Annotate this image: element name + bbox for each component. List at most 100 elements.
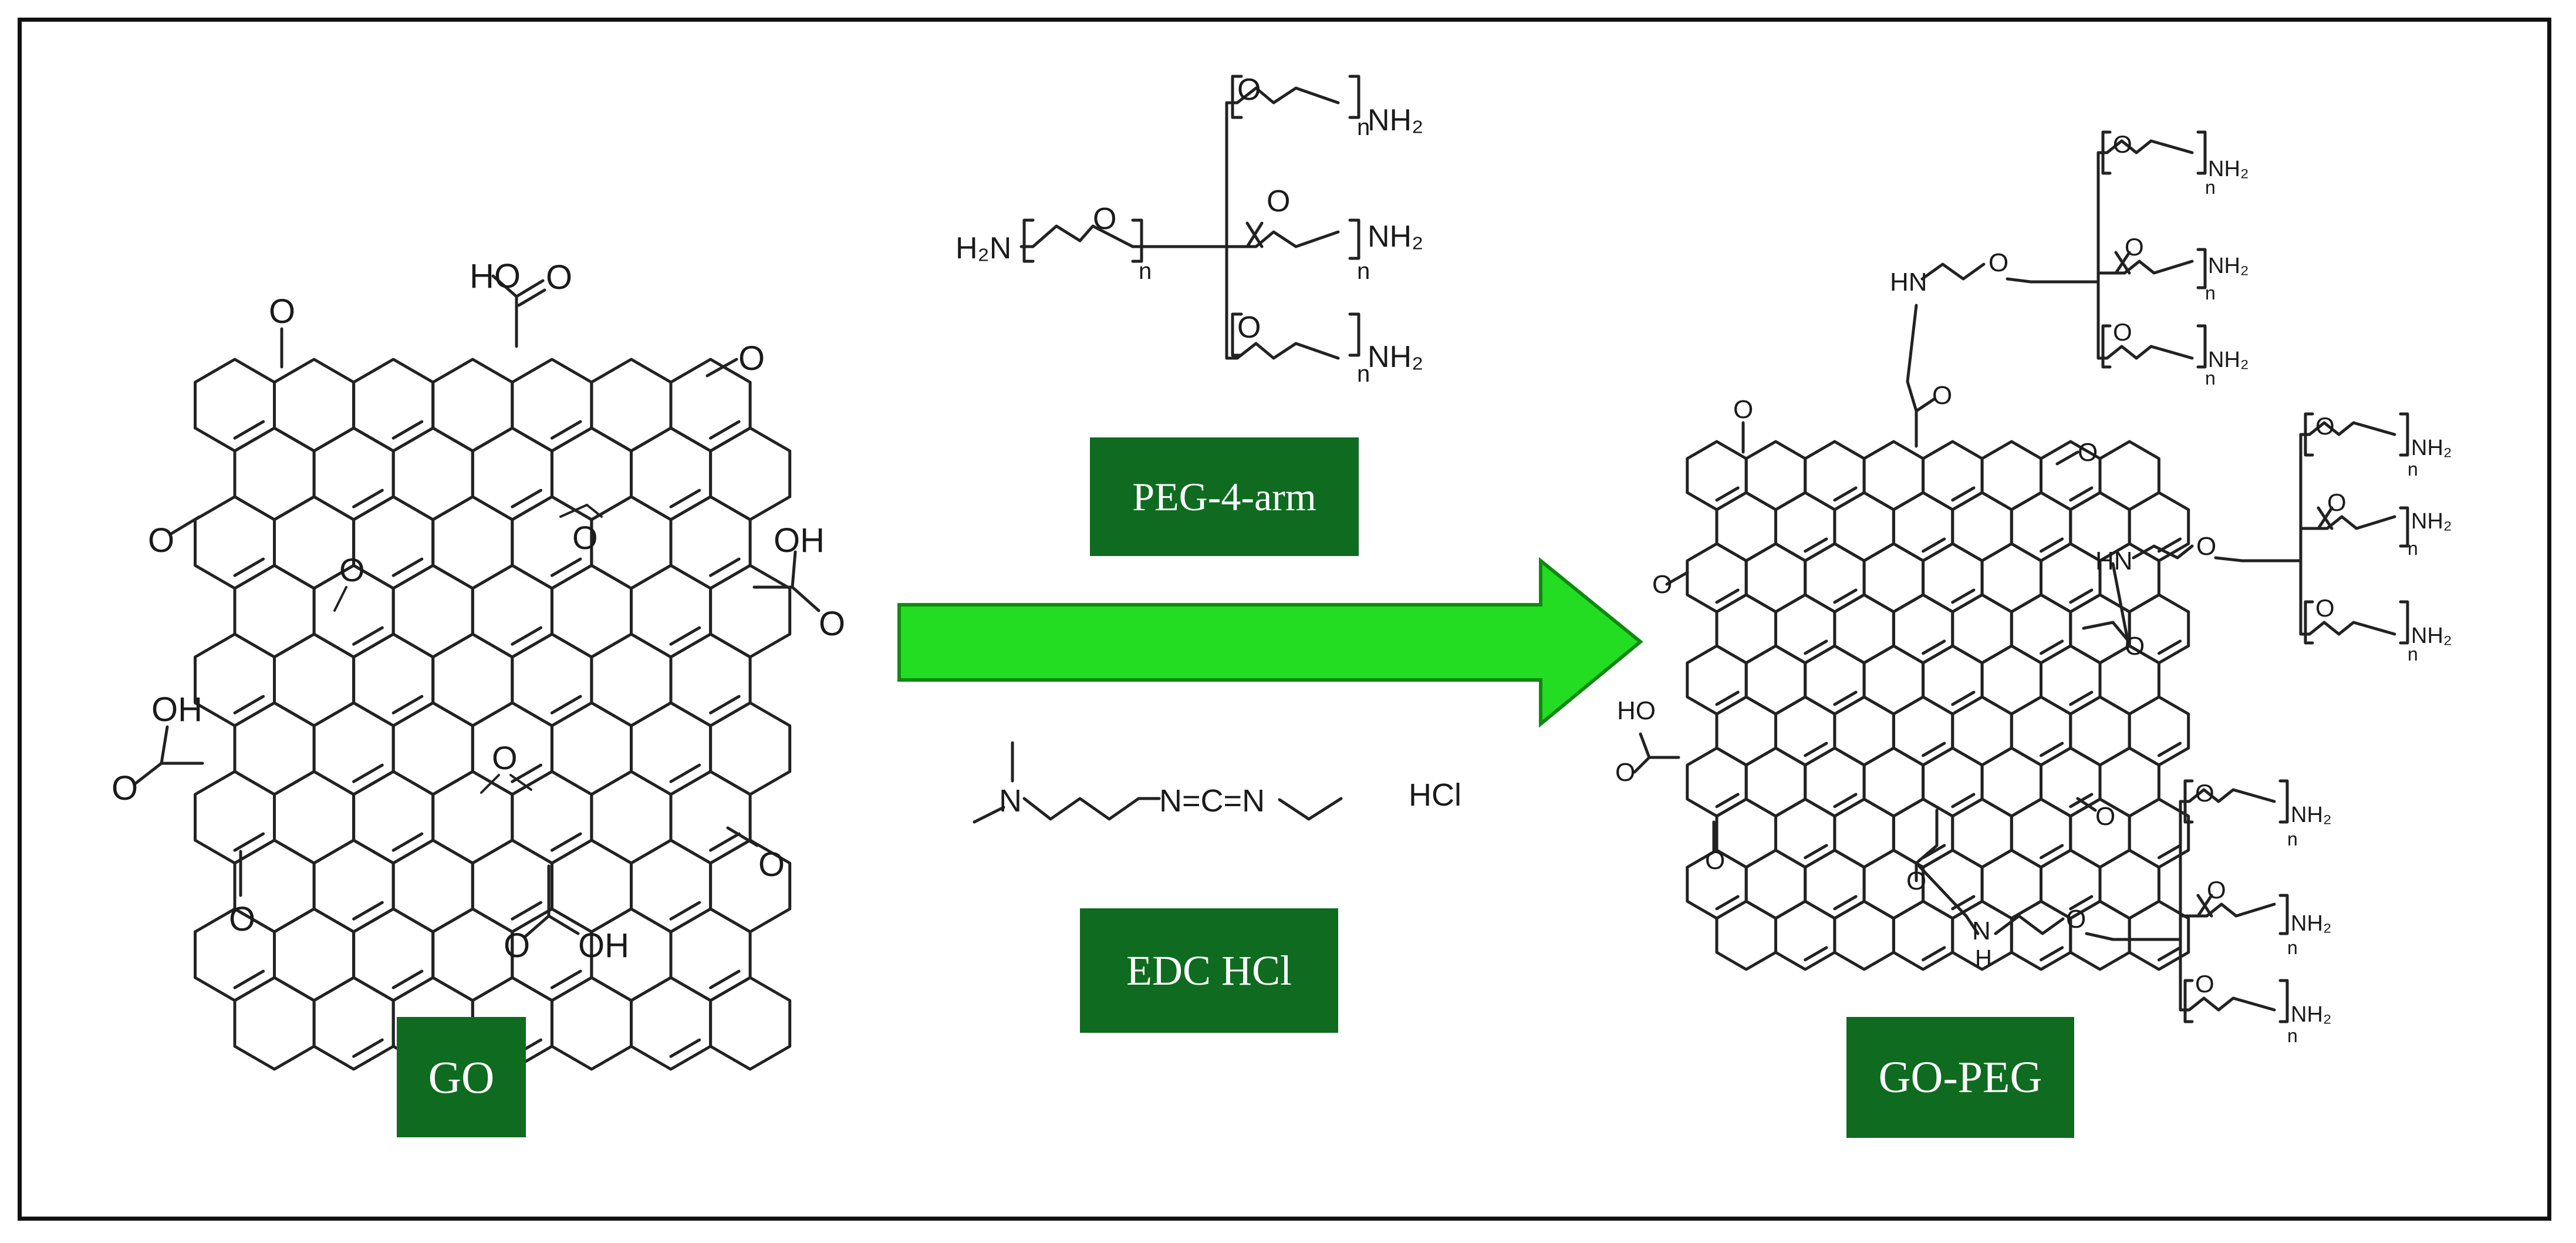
oxygen-label: O bbox=[546, 258, 572, 297]
peg-label-box: PEG-4-arm bbox=[1090, 437, 1359, 556]
oxygen-label: O bbox=[1932, 381, 1952, 410]
hydroxyl-label: HO bbox=[1617, 696, 1656, 725]
repeat-label: n bbox=[2287, 1025, 2298, 1046]
oxygen-label: O bbox=[572, 519, 598, 556]
amine-label: NH₂ bbox=[2208, 157, 2249, 181]
repeat-label: n bbox=[1139, 258, 1152, 284]
hexagon-ring bbox=[590, 632, 673, 727]
double-bond bbox=[1715, 895, 1740, 911]
hexagon-ring bbox=[1744, 440, 1807, 511]
oxygen-label: O bbox=[2113, 130, 2132, 158]
double-bond bbox=[1922, 537, 1946, 553]
double-bond bbox=[1804, 946, 1828, 962]
oxygen-label: O bbox=[112, 769, 138, 807]
repeat-label: n bbox=[2408, 538, 2418, 559]
oxygen-label: O bbox=[2113, 318, 2132, 346]
oxygen-label: O bbox=[2095, 802, 2115, 831]
hydroxyl-label: HO bbox=[470, 257, 521, 295]
double-bond bbox=[391, 420, 424, 440]
oxygen-label: O bbox=[504, 927, 530, 965]
oxygen-label: O bbox=[1267, 184, 1290, 218]
oxygen-label: O bbox=[758, 845, 785, 884]
oxygen-label: O bbox=[1705, 846, 1725, 875]
double-bond bbox=[2040, 639, 2064, 655]
hexagon-ring bbox=[590, 770, 673, 865]
oxygen-label: O bbox=[1093, 202, 1116, 236]
hcl-label: HCl bbox=[1409, 777, 1461, 813]
double-bond bbox=[391, 969, 424, 989]
double-bond bbox=[2157, 844, 2182, 860]
double-bond bbox=[550, 695, 582, 715]
oxygen-label: O bbox=[1988, 248, 2008, 277]
double-bond bbox=[709, 695, 741, 715]
oxygen-label: O bbox=[269, 292, 295, 331]
hexagon-ring bbox=[1715, 695, 1777, 767]
double-bond bbox=[2069, 486, 2094, 502]
hexagon-ring bbox=[1833, 593, 1895, 665]
hydroxyl-label: OH bbox=[151, 690, 202, 729]
hexagon-ring bbox=[431, 495, 514, 590]
repeat-label: n bbox=[1357, 114, 1370, 140]
hexagon-ring bbox=[431, 358, 514, 453]
hexagon-ring bbox=[1862, 644, 1925, 716]
hexagon-ring bbox=[550, 701, 633, 796]
hexagon-ring bbox=[1951, 593, 2013, 665]
double-bond bbox=[511, 901, 542, 921]
double-bond bbox=[669, 763, 701, 783]
oxygen-label: O bbox=[2315, 412, 2335, 440]
repeat-label: n bbox=[2205, 368, 2216, 389]
amide-n-label: N bbox=[1972, 917, 1991, 945]
double-bond bbox=[1804, 844, 1828, 860]
hexagon-ring bbox=[1744, 848, 1807, 920]
double-bond bbox=[2069, 690, 2094, 706]
hexagon-ring bbox=[709, 564, 792, 659]
oxygen-label: O bbox=[1237, 311, 1261, 345]
oxygen-label: O bbox=[2195, 970, 2214, 998]
hexagon-ring bbox=[1951, 491, 2013, 562]
go-peg-structure: O O O O O HO O O HN O O NH₂ n O NH₂ n O bbox=[1615, 130, 2452, 1046]
double-bond bbox=[709, 557, 741, 577]
double-bond bbox=[550, 832, 582, 852]
oxygen-label: O bbox=[229, 900, 255, 938]
hexagon-ring bbox=[1980, 440, 2042, 511]
double-bond bbox=[2157, 742, 2182, 757]
repeat-label: n bbox=[2287, 828, 2298, 850]
double-bond bbox=[669, 1038, 701, 1058]
double-bond bbox=[1804, 742, 1828, 757]
repeat-label: n bbox=[2205, 177, 2216, 198]
double-bond bbox=[511, 626, 542, 646]
go-peg-label: GO-PEG bbox=[1878, 1052, 2042, 1102]
double-bond bbox=[1833, 486, 1858, 502]
right-arrow-icon bbox=[897, 557, 1643, 728]
go-peg-label-box: GO-PEG bbox=[1846, 1017, 2074, 1138]
oxygen-label: O bbox=[339, 551, 365, 588]
amine-label: NH₂ bbox=[1368, 340, 1423, 374]
double-bond bbox=[1951, 690, 1976, 706]
repeat-label: n bbox=[2287, 937, 2298, 958]
double-bond bbox=[709, 969, 741, 989]
oxygen-label: O bbox=[492, 739, 518, 776]
amine-label: NH₂ bbox=[2411, 509, 2452, 534]
oxygen-label: O bbox=[2195, 779, 2214, 807]
double-bond bbox=[1715, 588, 1740, 604]
double-bond bbox=[391, 832, 424, 852]
double-bond bbox=[1833, 690, 1858, 706]
hexagon-ring bbox=[1980, 542, 2042, 614]
double-bond bbox=[1715, 486, 1740, 502]
hexagon-ring bbox=[709, 976, 792, 1071]
peg-label: PEG-4-arm bbox=[1132, 474, 1316, 519]
hexagon-ring bbox=[431, 632, 514, 727]
double-bond bbox=[669, 626, 701, 646]
hexagon-ring bbox=[391, 426, 474, 521]
hexagon-ring bbox=[1833, 900, 1895, 971]
oxygen-label: O bbox=[1615, 758, 1635, 787]
double-bond bbox=[1922, 946, 1946, 962]
hexagon-ring bbox=[233, 564, 316, 659]
double-bond bbox=[233, 969, 265, 989]
hexagon-ring bbox=[1744, 746, 1807, 818]
oxygen-label: O bbox=[2125, 632, 2145, 661]
hexagon-ring bbox=[1980, 848, 2042, 920]
hexagon-ring bbox=[273, 358, 356, 453]
oxygen-label: O bbox=[1652, 570, 1672, 599]
